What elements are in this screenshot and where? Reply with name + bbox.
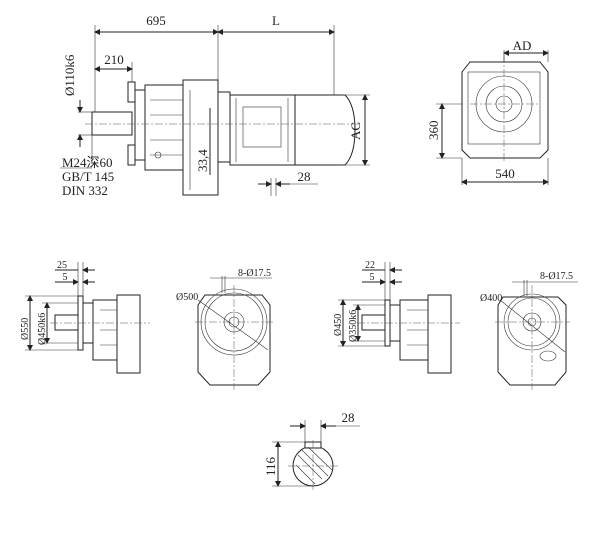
dim-l-label: L bbox=[272, 13, 280, 28]
dim-center-label: 33,4 bbox=[195, 149, 210, 172]
flange-a-pcd-label: Ø500 bbox=[176, 292, 198, 303]
flange-b-pcd-label: Ø400 bbox=[480, 293, 502, 304]
shaft-key-width-label: 28 bbox=[342, 410, 355, 425]
gearbox-housing bbox=[144, 84, 186, 171]
dim-360-label: 360 bbox=[426, 121, 441, 141]
dim-shaft-dia-label: Ø110k6 bbox=[62, 54, 77, 96]
thread-note-1: M24深60 bbox=[62, 155, 113, 170]
flange-a-spigot-dia-label: Ø450k6 bbox=[37, 313, 48, 345]
flange-b-holes-label: 8-Ø17.5 bbox=[540, 271, 573, 282]
dim-210-label: 210 bbox=[104, 52, 124, 67]
dim-key-label: 28 bbox=[298, 169, 311, 184]
shaft-height-label: 116 bbox=[263, 456, 278, 476]
flange-b-spigot-label: 5 bbox=[370, 272, 375, 283]
flange-a-front-view bbox=[195, 276, 275, 390]
flange-b-side-view bbox=[338, 262, 460, 374]
motor-fan-cover bbox=[294, 94, 356, 166]
flange-b-spigot-dia-label: Ø350k6 bbox=[348, 310, 359, 342]
flange-b-thick-label: 22 bbox=[365, 260, 375, 271]
dim-ad-label: AD bbox=[513, 38, 532, 53]
output-shaft bbox=[91, 111, 133, 136]
dim-ac-label: AC bbox=[348, 122, 363, 140]
flange-a-thick-label: 25 bbox=[57, 260, 67, 271]
thread-note-3: DIN 332 bbox=[62, 183, 108, 198]
dim-540-label: 540 bbox=[495, 166, 515, 181]
shaft-section-view bbox=[272, 420, 360, 492]
thread-note-2: GB/T 145 bbox=[62, 169, 114, 184]
end-view bbox=[436, 50, 549, 185]
flange-a-spigot-label: 5 bbox=[63, 272, 68, 283]
main-side-view bbox=[60, 25, 370, 196]
flange-b-front-view bbox=[495, 280, 578, 390]
flange-a-side-view bbox=[25, 262, 150, 374]
motor-body bbox=[229, 94, 296, 166]
flange-a-holes-label: 8-Ø17.5 bbox=[238, 268, 271, 279]
flange-a-outer-dia-label: Ø550 bbox=[20, 318, 31, 340]
flange-b-outer-dia-label: Ø450 bbox=[333, 314, 344, 336]
dim-695-label: 695 bbox=[146, 13, 166, 28]
